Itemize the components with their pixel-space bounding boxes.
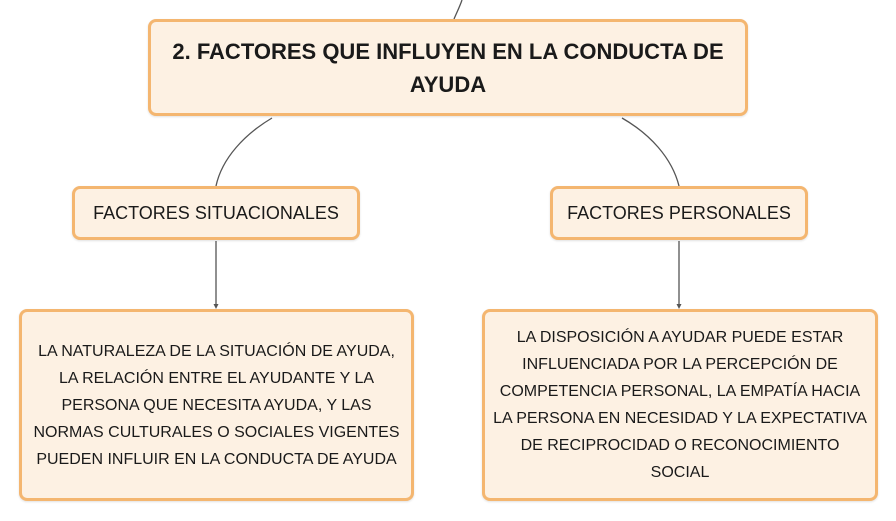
detail-situacionales[interactable]: LA NATURALEZA DE LA SITUACIÓN DE AYUDA, …: [19, 309, 414, 501]
connector-root-to-situacionales: [215, 117, 273, 187]
detail-personales-text: LA DISPOSICIÓN A AYUDAR PUEDE ESTAR INFL…: [493, 329, 867, 481]
topic-factores-personales-label: FACTORES PERSONALES: [567, 203, 791, 223]
topic-factores-situacionales-label: FACTORES SITUACIONALES: [93, 203, 339, 223]
topic-factores-situacionales[interactable]: FACTORES SITUACIONALES: [72, 186, 360, 240]
arrowhead-situacionales-icon: [213, 304, 219, 309]
connector-parent-to-root: [453, 0, 463, 20]
detail-situacionales-text: LA NATURALEZA DE LA SITUACIÓN DE AYUDA, …: [33, 342, 400, 468]
arrowhead-personales-icon: [676, 304, 682, 309]
connector-root-to-personales: [621, 117, 680, 187]
root-topic-label: 2. FACTORES QUE INFLUYEN EN LA CONDUCTA …: [172, 38, 724, 97]
topic-factores-personales[interactable]: FACTORES PERSONALES: [550, 186, 808, 240]
detail-personales[interactable]: LA DISPOSICIÓN A AYUDAR PUEDE ESTAR INFL…: [482, 309, 878, 501]
root-topic[interactable]: 2. FACTORES QUE INFLUYEN EN LA CONDUCTA …: [148, 19, 748, 116]
